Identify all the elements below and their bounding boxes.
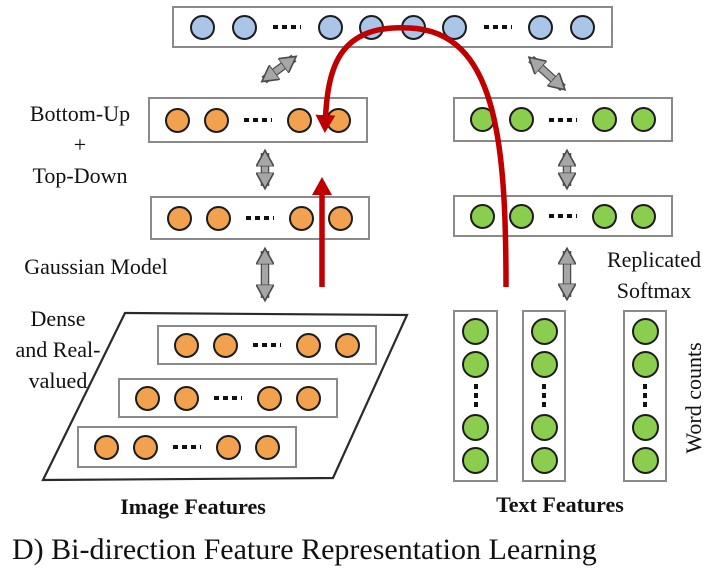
dashed-ellipsis xyxy=(252,343,281,347)
node-circle xyxy=(164,107,190,133)
node-circle xyxy=(462,414,489,441)
node-circle xyxy=(317,14,343,40)
dashed-ellipsis xyxy=(213,396,242,400)
node-circle xyxy=(206,205,232,231)
dense-line-1: Dense xyxy=(30,306,86,331)
node-circle xyxy=(591,107,617,132)
node-circle xyxy=(591,203,617,229)
node-circle xyxy=(296,385,322,411)
joint-hidden-layer xyxy=(172,6,613,48)
node-circle xyxy=(256,385,282,411)
node-circle xyxy=(134,385,160,411)
node-circle xyxy=(359,14,385,40)
dashed-ellipsis xyxy=(172,445,201,449)
node-circle xyxy=(462,447,489,474)
node-circle xyxy=(93,434,119,460)
dense-line-2: and Real- xyxy=(15,337,101,362)
node-circle xyxy=(190,14,216,40)
node-circle xyxy=(631,447,659,474)
replicated-softmax-label: Replicated Softmax xyxy=(588,244,720,306)
node-circle xyxy=(335,332,361,358)
node-circle xyxy=(528,14,554,40)
node-circle xyxy=(530,447,558,474)
dashed-ellipsis xyxy=(273,25,302,29)
node-circle xyxy=(530,414,558,441)
node-circle xyxy=(631,203,657,229)
image-features-label: Image Features xyxy=(120,494,266,519)
node-circle xyxy=(631,414,659,441)
replicated-line: Replicated xyxy=(606,247,702,272)
plus-line: + xyxy=(73,132,87,157)
dashed-ellipsis xyxy=(243,118,272,122)
image-input-row-1 xyxy=(157,325,377,365)
text-hidden-layer-bottom xyxy=(453,195,673,237)
node-circle xyxy=(231,14,257,40)
node-circle xyxy=(173,332,199,358)
node-circle xyxy=(631,107,657,132)
text-input-column-1 xyxy=(453,310,498,482)
bottom-up-line: Bottom-Up xyxy=(29,101,131,126)
dashed-ellipsis xyxy=(548,117,577,122)
dashed-ellipsis xyxy=(548,214,577,218)
node-circle xyxy=(631,318,659,345)
node-circle xyxy=(569,14,595,40)
node-circle xyxy=(328,205,354,231)
word-counts-label: Word counts xyxy=(681,342,706,454)
image-hidden-layer-bottom xyxy=(150,196,370,240)
node-circle xyxy=(530,318,558,345)
node-circle xyxy=(469,107,495,132)
dashed-ellipsis xyxy=(245,216,274,220)
image-input-row-3 xyxy=(77,426,297,468)
node-circle xyxy=(631,351,659,378)
node-circle xyxy=(133,434,159,460)
dashed-ellipsis xyxy=(473,384,478,408)
node-circle xyxy=(509,107,535,132)
node-circle xyxy=(530,351,558,378)
node-circle xyxy=(462,318,489,345)
gaussian-model-label: Gaussian Model xyxy=(24,254,168,279)
node-circle xyxy=(166,205,192,231)
node-circle xyxy=(462,351,489,378)
node-circle xyxy=(295,332,321,358)
text-hidden-layer-top xyxy=(453,97,673,142)
text-features-label: Text Features xyxy=(496,492,624,517)
node-circle xyxy=(204,107,230,133)
node-circle xyxy=(215,434,241,460)
dashed-ellipsis xyxy=(542,384,546,408)
node-circle xyxy=(213,332,239,358)
bottom-up-top-down-label: Bottom-Up + Top-Down xyxy=(0,98,160,191)
node-circle xyxy=(400,14,426,40)
node-circle xyxy=(255,434,281,460)
text-input-column-3 xyxy=(623,310,667,482)
top-down-line: Top-Down xyxy=(32,163,128,188)
node-circle xyxy=(326,107,352,133)
dense-line-3: valued xyxy=(28,368,88,393)
image-input-row-2 xyxy=(118,378,338,418)
node-circle xyxy=(442,14,468,40)
node-circle xyxy=(286,107,312,133)
text-input-column-2 xyxy=(522,310,566,482)
dense-real-valued-label: Dense and Real- valued xyxy=(2,303,114,396)
node-circle xyxy=(509,203,535,229)
dashed-ellipsis xyxy=(483,25,512,29)
node-circle xyxy=(288,205,314,231)
dashed-ellipsis xyxy=(643,384,647,408)
softmax-line: Softmax xyxy=(616,278,692,303)
node-circle xyxy=(469,203,495,229)
figure-caption: D) Bi-direction Feature Representation L… xyxy=(12,533,597,566)
node-circle xyxy=(174,385,200,411)
image-hidden-layer-top xyxy=(148,97,368,143)
